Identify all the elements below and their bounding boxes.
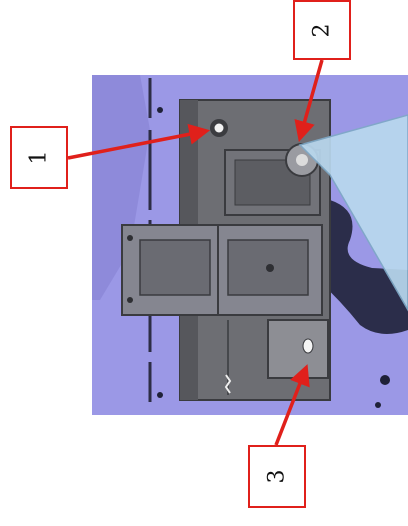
- callout-3-label: 3: [264, 469, 290, 484]
- panel-spot: [375, 402, 381, 408]
- callout-3-arrow: [274, 364, 310, 446]
- panel-texture: [92, 75, 150, 300]
- bracket-bolt: [266, 264, 274, 272]
- panel-dark-spots: [318, 200, 408, 334]
- cross-bracket-window-left: [139, 239, 211, 296]
- plate-notch: [224, 374, 232, 394]
- callout-1: 1: [10, 126, 68, 189]
- panel-spot: [157, 392, 163, 398]
- bracket-bolt: [127, 297, 133, 303]
- callout-2-label: 2: [309, 23, 335, 37]
- panel-spot: [380, 375, 390, 385]
- light-blue-beam: [298, 114, 408, 312]
- callout-2: 2: [293, 0, 351, 60]
- callout-1-arrow: [67, 123, 211, 160]
- mounting-hole-top-inner: [214, 123, 224, 133]
- callout-2-arrow: [294, 59, 324, 143]
- callout-3: 3: [248, 445, 306, 508]
- bracket-bolt: [127, 235, 133, 241]
- slot-hole-bottom: [302, 338, 314, 354]
- pivot-fitting-center: [296, 154, 308, 166]
- lower-plate-block: [267, 319, 329, 379]
- panel-spot: [157, 107, 163, 113]
- callout-1-label: 1: [26, 150, 52, 165]
